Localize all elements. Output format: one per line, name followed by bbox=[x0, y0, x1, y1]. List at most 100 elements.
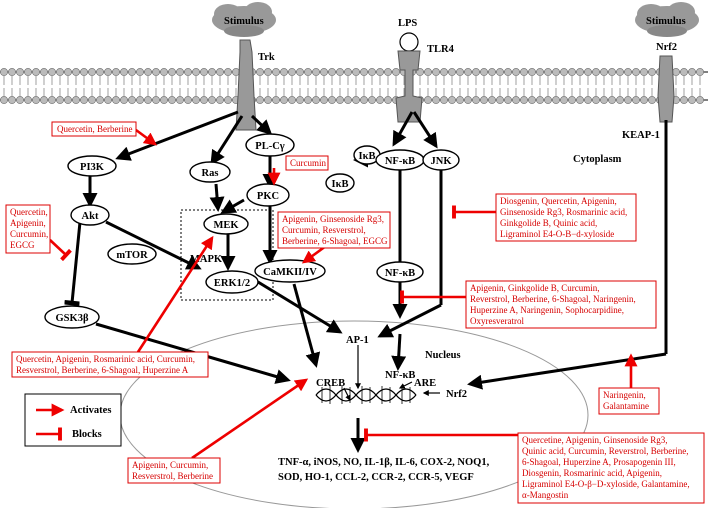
lipid-head bbox=[96, 96, 104, 104]
lipid-head bbox=[360, 96, 368, 104]
lipid-head bbox=[648, 68, 656, 76]
lipid-head bbox=[688, 68, 696, 76]
node-jnk: JNK bbox=[422, 149, 460, 171]
node-nrf2-nucleus: Nrf2 bbox=[446, 389, 467, 400]
lipid-head bbox=[640, 96, 648, 104]
box-curcumin: Curcumin bbox=[285, 155, 329, 171]
node-nfkb2: NF-κB bbox=[376, 261, 424, 283]
svg-text:JNK: JNK bbox=[431, 156, 453, 167]
svg-text:NF-κB: NF-κB bbox=[385, 156, 415, 167]
lipid-head bbox=[488, 68, 496, 76]
lipid-head bbox=[200, 68, 208, 76]
svg-text:GSK3β: GSK3β bbox=[56, 313, 89, 324]
node-ras: Ras bbox=[189, 161, 231, 183]
box-quercetin-berberine: Quercetin, Berberine bbox=[51, 121, 137, 137]
svg-text:Ligraminol E4-O-B−d-xyloside: Ligraminol E4-O-B−d-xyloside bbox=[500, 229, 614, 239]
svg-text:PL-Cγ: PL-Cγ bbox=[255, 141, 284, 152]
lipid-head bbox=[264, 68, 272, 76]
lipid-head bbox=[624, 68, 632, 76]
lipid-head bbox=[616, 68, 624, 76]
lipid-head bbox=[128, 68, 136, 76]
node-creb: CREB bbox=[316, 378, 345, 389]
svg-text:LPS: LPS bbox=[398, 18, 417, 29]
svg-text:Trk: Trk bbox=[258, 52, 275, 63]
svg-text:Akt: Akt bbox=[82, 211, 99, 222]
lipid-head bbox=[256, 68, 264, 76]
lipid-head bbox=[536, 96, 544, 104]
lipid-head bbox=[432, 96, 440, 104]
lipid-head bbox=[560, 68, 568, 76]
lipid-head bbox=[496, 96, 504, 104]
svg-text:IκB: IκB bbox=[359, 151, 376, 162]
lipid-head bbox=[104, 68, 112, 76]
svg-text:Oxyresveratrol: Oxyresveratrol bbox=[470, 316, 524, 326]
legend: Activates Blocks bbox=[24, 393, 122, 447]
lipid-head bbox=[432, 68, 440, 76]
lipid-head bbox=[136, 68, 144, 76]
lipid-head bbox=[88, 68, 96, 76]
node-akt: Akt bbox=[70, 204, 110, 226]
lipid-head bbox=[56, 96, 64, 104]
lipid-head bbox=[16, 68, 24, 76]
lipid-head bbox=[208, 96, 216, 104]
svg-text:Curcumin,: Curcumin, bbox=[10, 229, 48, 239]
gene-list-line-1: TNF-α, iNOS, NO, IL-1β, IL-6, COX-2, NOQ… bbox=[278, 457, 490, 468]
activation-arrows bbox=[82, 110, 668, 453]
lipid-head bbox=[584, 68, 592, 76]
lipid-head bbox=[280, 96, 288, 104]
lipid-head bbox=[384, 96, 392, 104]
legend-activates-label: Activates bbox=[70, 405, 111, 416]
svg-text:PI3K: PI3K bbox=[80, 162, 105, 173]
lipid-head bbox=[528, 96, 536, 104]
lipid-head bbox=[168, 96, 176, 104]
lipid-head bbox=[600, 68, 608, 76]
lipid-head bbox=[192, 96, 200, 104]
lipid-head bbox=[296, 68, 304, 76]
svg-text:Apigenin,: Apigenin, bbox=[10, 218, 46, 228]
node-nfkb1: NF-κB bbox=[375, 149, 425, 171]
node-gsk3b: GSK3β bbox=[44, 305, 100, 329]
svg-text:Ligraminol E4-O-β−D-xyloside,: Ligraminol E4-O-β−D-xyloside, Galantamin… bbox=[522, 479, 690, 489]
lipid-head bbox=[472, 68, 480, 76]
box-gene-blockers: Quercetine, Apigenin, Ginsenoside Rg3, Q… bbox=[517, 432, 705, 504]
svg-text:TLR4: TLR4 bbox=[427, 44, 455, 55]
lipid-head bbox=[144, 68, 152, 76]
lipid-head bbox=[304, 96, 312, 104]
lipid-head bbox=[552, 68, 560, 76]
lipid-head bbox=[504, 68, 512, 76]
lipid-head bbox=[544, 96, 552, 104]
lipid-head bbox=[448, 96, 456, 104]
lipid-head bbox=[536, 68, 544, 76]
lipid-head bbox=[560, 96, 568, 104]
lipid-head bbox=[288, 68, 296, 76]
lipid-head bbox=[568, 68, 576, 76]
svg-text:α-Mangostin: α-Mangostin bbox=[522, 490, 569, 500]
akt-gsk-block bbox=[64, 221, 82, 306]
lipid-head bbox=[32, 68, 40, 76]
lipid-head bbox=[336, 68, 344, 76]
lipid-head bbox=[440, 68, 448, 76]
lipid-head bbox=[128, 96, 136, 104]
lipid-head bbox=[136, 96, 144, 104]
lipid-head bbox=[272, 68, 280, 76]
lipid-head bbox=[16, 96, 24, 104]
lipid-head bbox=[144, 96, 152, 104]
lipid-head bbox=[48, 96, 56, 104]
lipid-head bbox=[592, 68, 600, 76]
lipid-head bbox=[120, 68, 128, 76]
svg-text:Diosgenin, Rosmarinic acid, Ap: Diosgenin, Rosmarinic acid, Apigenin, bbox=[522, 468, 662, 478]
svg-text:Curcumin, Resverstrol,: Curcumin, Resverstrol, bbox=[282, 225, 366, 235]
lipid-head bbox=[576, 68, 584, 76]
svg-text:PKC: PKC bbox=[257, 191, 279, 202]
lipid-head bbox=[336, 96, 344, 104]
lipid-head bbox=[120, 96, 128, 104]
lipid-head bbox=[160, 68, 168, 76]
lipid-head bbox=[576, 96, 584, 104]
node-ap1: AP-1 bbox=[346, 335, 369, 346]
cytoplasm-label: Cytoplasm bbox=[573, 154, 622, 165]
lipid-head bbox=[512, 96, 520, 104]
lipid-head bbox=[24, 96, 32, 104]
svg-text:KEAP-1: KEAP-1 bbox=[622, 130, 660, 141]
svg-text:Huperzine A, Naringenin, Sopho: Huperzine A, Naringenin, Sophocarpidine, bbox=[470, 305, 624, 315]
